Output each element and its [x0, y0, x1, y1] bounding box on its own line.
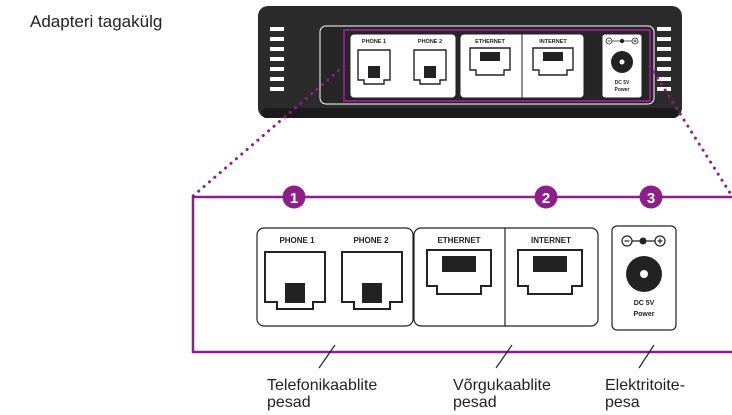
device-rj45-jack-1 [469, 47, 511, 76]
device-rj11-jack-1 [357, 49, 391, 85]
callout-label-1-line2: pesad [267, 394, 311, 411]
phone2-label: PHONE 2 [353, 236, 389, 245]
rj45-jack-1 [426, 249, 492, 295]
callout-badge-2: 2 [534, 185, 558, 209]
ethernet-label: ETHERNET [437, 236, 480, 245]
svg-text:2: 2 [542, 190, 550, 207]
callout-label-2-line2: pesad [453, 394, 497, 411]
network-ports-group: ETHERNET INTERNET [413, 227, 599, 327]
internet-label: INTERNET [531, 236, 571, 245]
callout-label-1: Telefonikaablite pesad [267, 377, 377, 411]
device-phone1-label: PHONE 1 [362, 39, 386, 45]
device-vents-right [657, 27, 671, 91]
adapter-device: PHONE 1 PHONE 2 ETHERNET INTERNET DC 5V … [258, 6, 682, 118]
callout-badge-1: 1 [282, 185, 306, 209]
rj11-jack-1 [264, 251, 326, 310]
detail-frame [191, 195, 732, 354]
device-internet-label: INTERNET [539, 39, 567, 45]
callout-label-3: Elektritoite- pesa [605, 377, 685, 411]
callout-badge-3: 3 [639, 185, 663, 209]
device-power-text-2: Power [614, 87, 629, 93]
callout-label-2-line1: Võrgukaablite [453, 377, 551, 394]
callout-label-3-line2: pesa [605, 394, 640, 411]
diagram-heading: Adapteri tagakülg [30, 12, 163, 31]
rj11-jack-2 [341, 251, 403, 310]
svg-text:1: 1 [290, 190, 298, 207]
device-power-text-1: DC 5V [615, 80, 630, 86]
device-ethernet-label: ETHERNET [475, 39, 505, 45]
power-text-1: DC 5V [634, 300, 655, 307]
power-port-group: DC 5V Power [611, 225, 677, 331]
device-rj11-jack-2 [413, 49, 447, 85]
svg-text:3: 3 [647, 190, 655, 207]
device-vents-left [270, 27, 284, 91]
phone1-label: PHONE 1 [279, 236, 315, 245]
callout-label-2: Võrgukaablite pesad [453, 377, 551, 411]
zoom-connector-lines [191, 64, 732, 198]
power-text-2: Power [633, 311, 654, 318]
leader-lines [318, 344, 655, 369]
device-rj45-jack-2 [532, 47, 574, 76]
callout-label-3-line1: Elektritoite- [605, 377, 686, 394]
device-phone2-label: PHONE 2 [418, 39, 442, 45]
phone-ports-group: PHONE 1 PHONE 2 [256, 227, 414, 327]
rj45-jack-2 [517, 249, 583, 295]
callout-label-1-line1: Telefonikaablite [267, 377, 378, 394]
